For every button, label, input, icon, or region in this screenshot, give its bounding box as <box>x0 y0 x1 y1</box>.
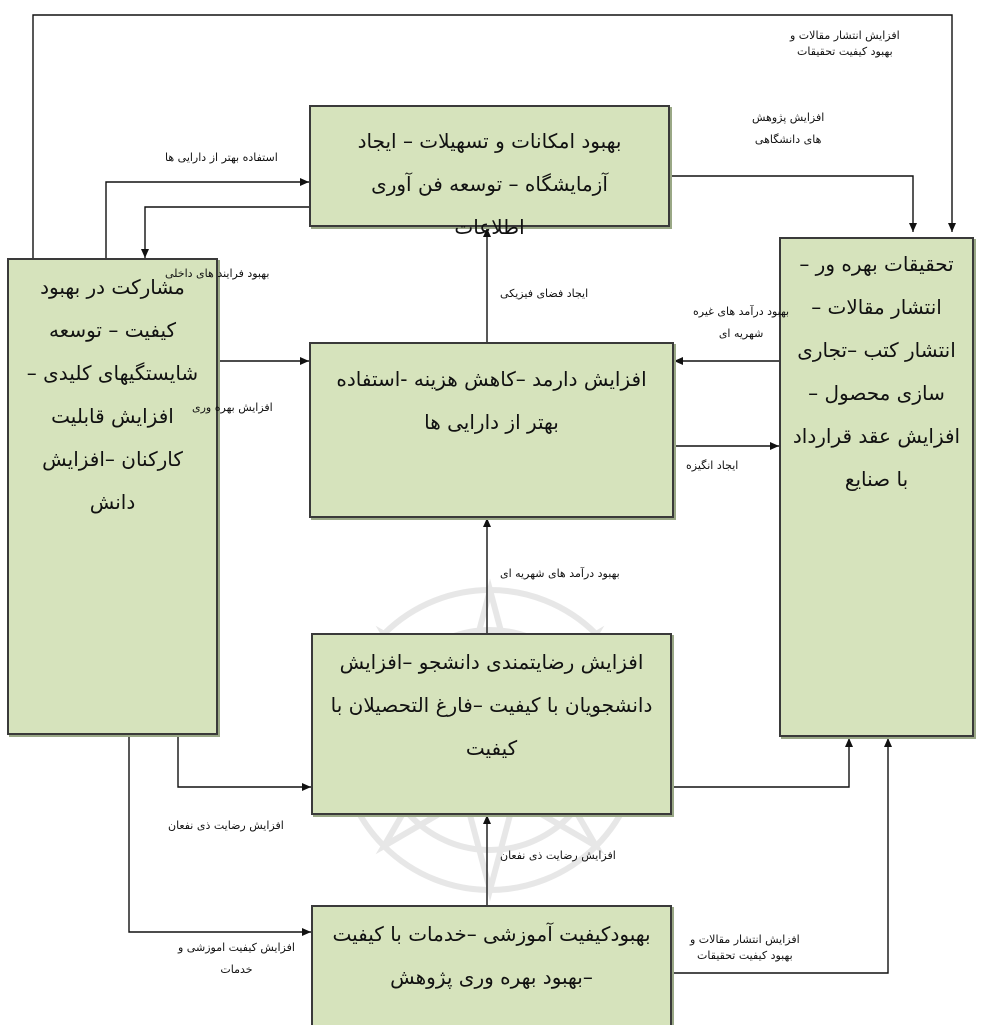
participation-to-facilities-connector <box>105 178 309 258</box>
participation-to-education-connector <box>128 735 311 936</box>
income-text: افزایش دارمد –کاهش هزینه -استفاده بهتر ا… <box>336 367 647 434</box>
satisfaction-text: افزایش رضایتمندی دانشجو –افزایش دانشجویا… <box>330 650 653 760</box>
label-uni-research-line2: های دانشگاهی <box>754 133 822 146</box>
label-edu-quality: افزایش کیفیت اموزشی و خدمات <box>178 940 295 978</box>
label-better-assets: استفاده بهتر از دارایی ها <box>165 151 278 164</box>
participation-text: مشارکت در بهبود کیفیت – توسعه شایستگیهای… <box>26 275 199 514</box>
label-uni-research: افزایش پژوهش های دانشگاهی <box>752 110 824 148</box>
label-edu-quality-line2: خدمات <box>220 963 253 976</box>
facilities-text: بهبود امکانات و تسهیلات – ایجاد آزمایشگا… <box>357 129 622 239</box>
loop-top-connector <box>32 14 956 258</box>
label-motivation: ایجاد انگیزه <box>686 459 739 472</box>
label-bottom-right-line2: بهبود کیفیت تحقیقات <box>697 949 793 962</box>
label-non-tuition-income: بهبود درآمد های غیره شهریه ای <box>693 304 789 342</box>
income-box: افزایش دارمد –کاهش هزینه -استفاده بهتر ا… <box>309 342 674 518</box>
label-physical-space: ایجاد فضای فیزیکی <box>500 287 589 300</box>
education-to-research-connector <box>670 738 892 974</box>
education-box: بهبودکیفیت آموزشی –خدمات با کیفیت –بهبود… <box>311 905 672 1025</box>
label-productivity: افزایش بهره وری <box>192 401 273 414</box>
label-internal-process: بهبود فرایند های داخلی <box>165 267 270 280</box>
label-bottom-right: افزایش انتشار مقالات و بهبود کیفیت تحقیق… <box>690 932 800 964</box>
label-top-right: افزایش انتشار مقالات و بهبود کیفیت تحقیق… <box>790 28 900 60</box>
facilities-to-participation-connector <box>141 206 309 258</box>
participation-box: مشارکت در بهبود کیفیت – توسعه شایستگیهای… <box>7 258 218 735</box>
label-non-tuition-income-line1: بهبود درآمد های غیره <box>693 305 790 318</box>
participation-to-satisfaction-connector <box>177 735 311 791</box>
label-tuition-income: بهبود درآمد های شهریه ای <box>500 567 620 580</box>
label-edu-quality-line1: افزایش کیفیت اموزشی و <box>178 941 295 954</box>
label-uni-research-line1: افزایش پژوهش <box>752 111 825 124</box>
label-top-right-line1: افزایش انتشار مقالات و <box>790 29 900 42</box>
satisfaction-box: افزایش رضایتمندی دانشجو –افزایش دانشجویا… <box>311 633 672 815</box>
label-stakeholder-left: افزایش رضایت ذی نفعان <box>168 819 284 832</box>
label-stakeholder-center: افزایش رضایت ذی نفعان <box>500 849 616 862</box>
research-text: تحقیقات بهره ور – انتشار مقالات – انتشار… <box>792 252 961 491</box>
facilities-to-research-connector <box>668 175 917 232</box>
education-text: بهبودکیفیت آموزشی –خدمات با کیفیت –بهبود… <box>332 922 651 989</box>
research-box: تحقیقات بهره ور – انتشار مقالات – انتشار… <box>779 237 974 737</box>
label-top-right-line2: بهبود کیفیت تحقیقات <box>797 45 893 58</box>
label-non-tuition-income-line2: شهریه ای <box>718 327 764 340</box>
facilities-box: بهبود امکانات و تسهیلات – ایجاد آزمایشگا… <box>309 105 670 239</box>
label-bottom-right-line1: افزایش انتشار مقالات و <box>690 933 800 946</box>
satisfaction-to-research-connector <box>670 738 853 788</box>
